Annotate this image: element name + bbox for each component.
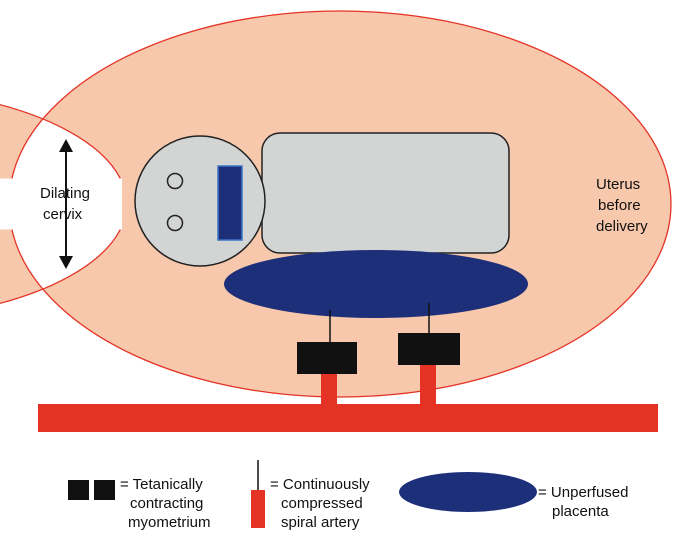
cervix-channel xyxy=(0,178,122,230)
legend-artery-label: compressed xyxy=(281,495,363,512)
legend-placenta-label: = Unperfused xyxy=(538,484,628,501)
legend-artery-label: = Continuously xyxy=(270,476,370,493)
fetus-body xyxy=(261,132,510,254)
placenta-icon xyxy=(399,472,537,512)
myometrium-icon xyxy=(68,480,115,500)
legend-myometrium-label: contracting xyxy=(130,495,203,512)
legend-artery-label: spiral artery xyxy=(281,514,360,531)
eye-icon xyxy=(166,172,184,190)
double-arrow-icon xyxy=(59,139,73,269)
uterus-label: delivery xyxy=(596,218,648,235)
spiral-artery xyxy=(420,364,436,406)
myometrium-block xyxy=(297,342,357,374)
spiral-artery-icon xyxy=(251,460,265,528)
fetus-head xyxy=(134,135,266,267)
legend-placenta-label: placenta xyxy=(552,503,609,520)
spiral-artery xyxy=(321,370,337,406)
cervix-label: Dilating xyxy=(40,185,90,202)
myometrium-block xyxy=(398,333,460,365)
cervix-label: cervix xyxy=(43,206,83,223)
uterus-label: Uterus xyxy=(596,176,640,193)
eye-icon xyxy=(166,214,184,232)
placenta xyxy=(224,250,528,318)
radial-artery-bar xyxy=(38,404,658,432)
uterus-label: before xyxy=(598,197,641,214)
legend-myometrium-label: = Tetanically xyxy=(120,476,203,493)
legend-myometrium-label: myometrium xyxy=(128,514,211,531)
mouth-icon xyxy=(217,165,243,241)
